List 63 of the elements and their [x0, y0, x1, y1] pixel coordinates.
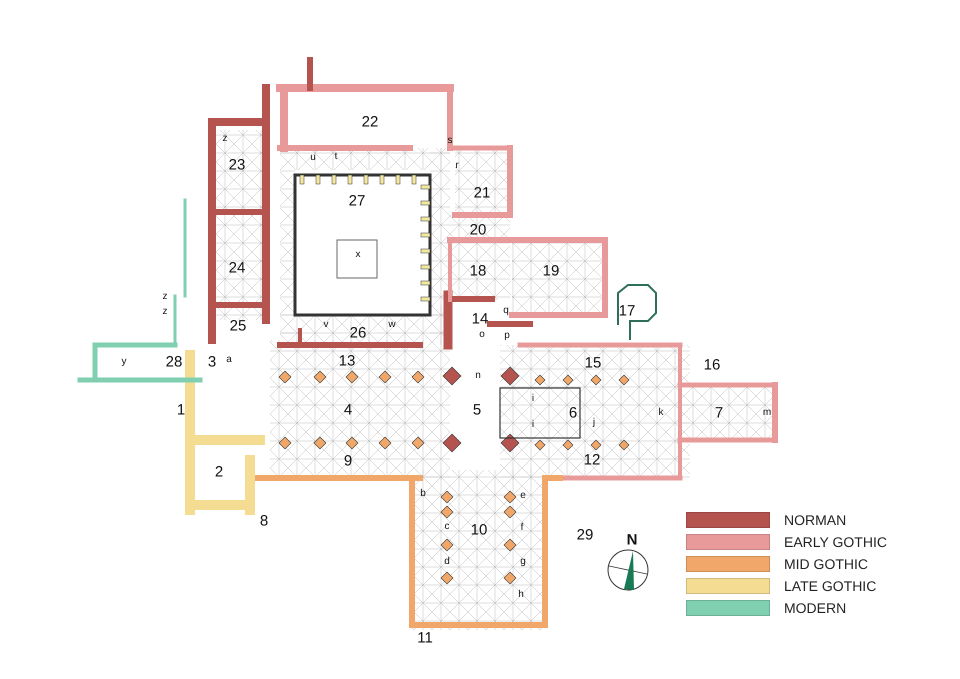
room-letter: n	[475, 371, 481, 381]
room-letter: f	[520, 523, 524, 533]
room-letter: j	[592, 418, 596, 428]
room-number: 14	[472, 312, 488, 326]
room-letter: w	[388, 320, 396, 330]
room-number: 11	[417, 630, 433, 646]
room-number: 6	[568, 406, 578, 420]
north-label: N	[626, 532, 638, 548]
room-number: 22	[362, 114, 378, 130]
room-letter: v	[324, 320, 328, 330]
room-number: 25	[230, 318, 246, 334]
room-number: 17	[618, 304, 636, 318]
room-letter: c	[444, 522, 450, 532]
room-letter: x	[356, 250, 360, 260]
room-letter: h	[518, 590, 524, 600]
room-number: 21	[474, 186, 490, 200]
room-number: 19	[542, 264, 560, 278]
room-number: 27	[348, 194, 366, 208]
room-number: 3	[208, 354, 216, 370]
room-number: 9	[344, 454, 352, 468]
room-number: 26	[350, 326, 366, 340]
legend-label: EARLY GOTHIC	[784, 534, 887, 550]
room-number: 8	[260, 514, 268, 528]
room-letter: d	[444, 557, 450, 567]
room-letter: a	[226, 355, 232, 365]
room-letter: e	[520, 491, 526, 501]
room-letter: z	[222, 134, 228, 144]
legend-label: MODERN	[784, 600, 846, 616]
room-letter: m	[762, 408, 772, 418]
room-number: 10	[470, 522, 488, 538]
room-letter: s	[448, 136, 452, 146]
room-number: 23	[228, 158, 246, 172]
room-number: 20	[470, 222, 486, 238]
room-letter: k	[658, 408, 664, 418]
room-number: 12	[584, 452, 600, 468]
legend-label: LATE GOTHIC	[784, 578, 876, 594]
room-letter: y	[122, 357, 126, 367]
legend-label: NORMAN	[784, 512, 846, 528]
room-number: 13	[338, 354, 356, 368]
room-letter: i	[532, 420, 534, 430]
room-letter: z	[162, 292, 168, 302]
room-number: 18	[470, 264, 486, 278]
room-number: 1	[176, 402, 186, 418]
room-number: 15	[584, 356, 602, 370]
room-letter: r	[455, 161, 459, 171]
room-letter: t	[334, 152, 338, 162]
room-number: 29	[576, 528, 594, 542]
room-letter: u	[310, 153, 316, 163]
room-number: 4	[344, 402, 352, 418]
room-number: 28	[166, 354, 182, 370]
room-letter: q	[503, 306, 509, 316]
room-number: 2	[214, 464, 224, 480]
room-letter: i	[532, 394, 534, 404]
legend-label: MID GOTHIC	[784, 556, 868, 572]
room-letter: g	[520, 557, 526, 567]
room-number: 5	[472, 402, 482, 418]
room-number: 7	[714, 406, 724, 420]
room-letter: o	[479, 330, 485, 340]
room-number: 16	[704, 358, 720, 372]
room-letter: b	[420, 489, 426, 499]
room-letter: p	[504, 331, 510, 341]
room-number: 24	[228, 260, 246, 276]
room-letter: z	[162, 307, 168, 317]
